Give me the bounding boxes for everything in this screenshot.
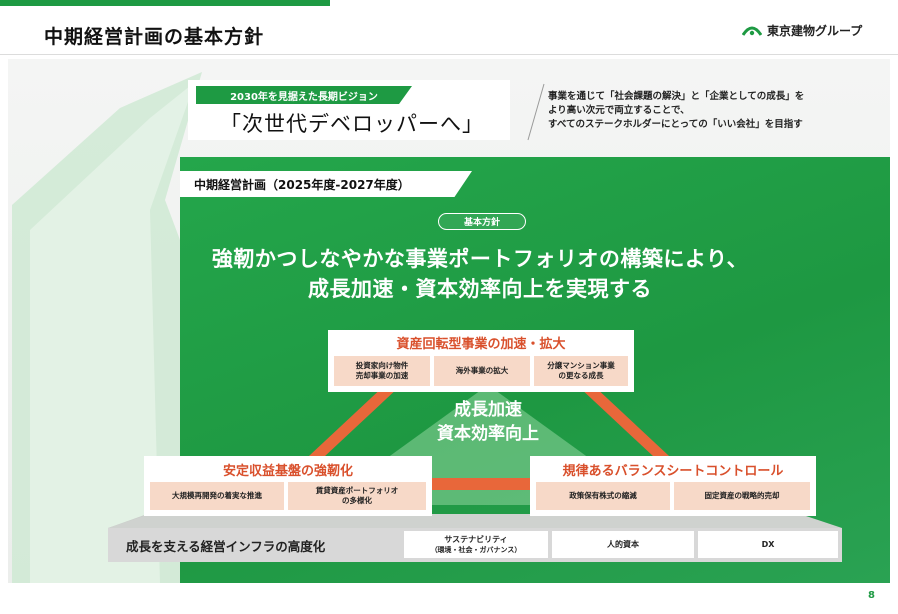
center-goal-line: 資本効率向上 <box>437 424 539 444</box>
top-strategy-item: 投資家向け物件 売却事業の加速 <box>334 356 430 386</box>
top-strategy-title: 資産回転型事業の加速・拡大 <box>396 337 566 352</box>
plan-tag: 中期経営計画（2025年度-2027年度） <box>180 171 472 197</box>
vision-desc-line: すべてのステークホルダーにとっての「いい会社」を目指す <box>548 119 803 130</box>
left-strategy-item: 大規模再開発の着実な推進 <box>150 482 284 510</box>
infrastructure-item-line: DX <box>761 539 775 549</box>
vision-desc-line: 事業を通じて「社会課題の解決」と「企業としての成長」を <box>548 91 805 102</box>
center-goal: 成長加速 資本効率向上 <box>402 398 574 446</box>
policy-headline: 強靭かつしなやかな事業ポートフォリオの構築により、 成長加速・資本効率向上を実現… <box>180 244 780 304</box>
infrastructure-item-line: サステナビリティ <box>444 534 508 544</box>
infrastructure-item-human-capital: 人的資本 <box>552 531 694 558</box>
top-strategy-item: 分譲マンション事業 の更なる成長 <box>534 356 628 386</box>
vision-tag: 2030年を見据えた長期ビジョン <box>196 86 412 104</box>
left-strategy-item: 賃貸資産ポートフォリオ の多様化 <box>288 482 426 510</box>
right-strategy-item: 固定資産の戦略的売却 <box>674 482 810 510</box>
logo-mark-icon <box>742 26 762 36</box>
vision-statement: 「次世代デベロッパーへ」 <box>220 112 484 136</box>
top-strategy-item: 海外事業の拡大 <box>434 356 530 386</box>
infrastructure-item-dx: DX <box>698 531 838 558</box>
vision-description: 事業を通じて「社会課題の解決」と「企業としての成長」を より高い次元で両立するこ… <box>548 90 804 132</box>
right-strategy-item: 政策保有株式の縮減 <box>536 482 670 510</box>
page-title: 中期経営計画の基本方針 <box>44 26 265 48</box>
header-divider <box>0 54 898 55</box>
headline-line: 成長加速・資本効率向上を実現する <box>308 277 652 301</box>
center-goal-line: 成長加速 <box>454 400 522 420</box>
vision-desc-line: より高い次元で両立することで、 <box>548 105 690 116</box>
right-strategy-title: 規律あるバランスシートコントロール <box>562 464 784 479</box>
infrastructure-item-sustainability: サステナビリティ （環境・社会・ガバナンス） <box>404 531 548 558</box>
page-number: 8 <box>868 590 875 601</box>
left-strategy-title: 安定収益基盤の強靭化 <box>222 464 353 479</box>
infrastructure-item-subline: （環境・社会・ガバナンス） <box>430 545 522 554</box>
logo-text: 東京建物グループ <box>767 24 863 38</box>
company-logo: 東京建物グループ <box>742 22 862 39</box>
infrastructure-item-line: 人的資本 <box>607 539 639 549</box>
policy-pill: 基本方針 <box>438 213 526 230</box>
top-accent-bar <box>0 0 330 6</box>
infrastructure-label: 成長を支える経営インフラの高度化 <box>126 539 326 554</box>
headline-line: 強靭かつしなやかな事業ポートフォリオの構築により、 <box>211 247 749 271</box>
